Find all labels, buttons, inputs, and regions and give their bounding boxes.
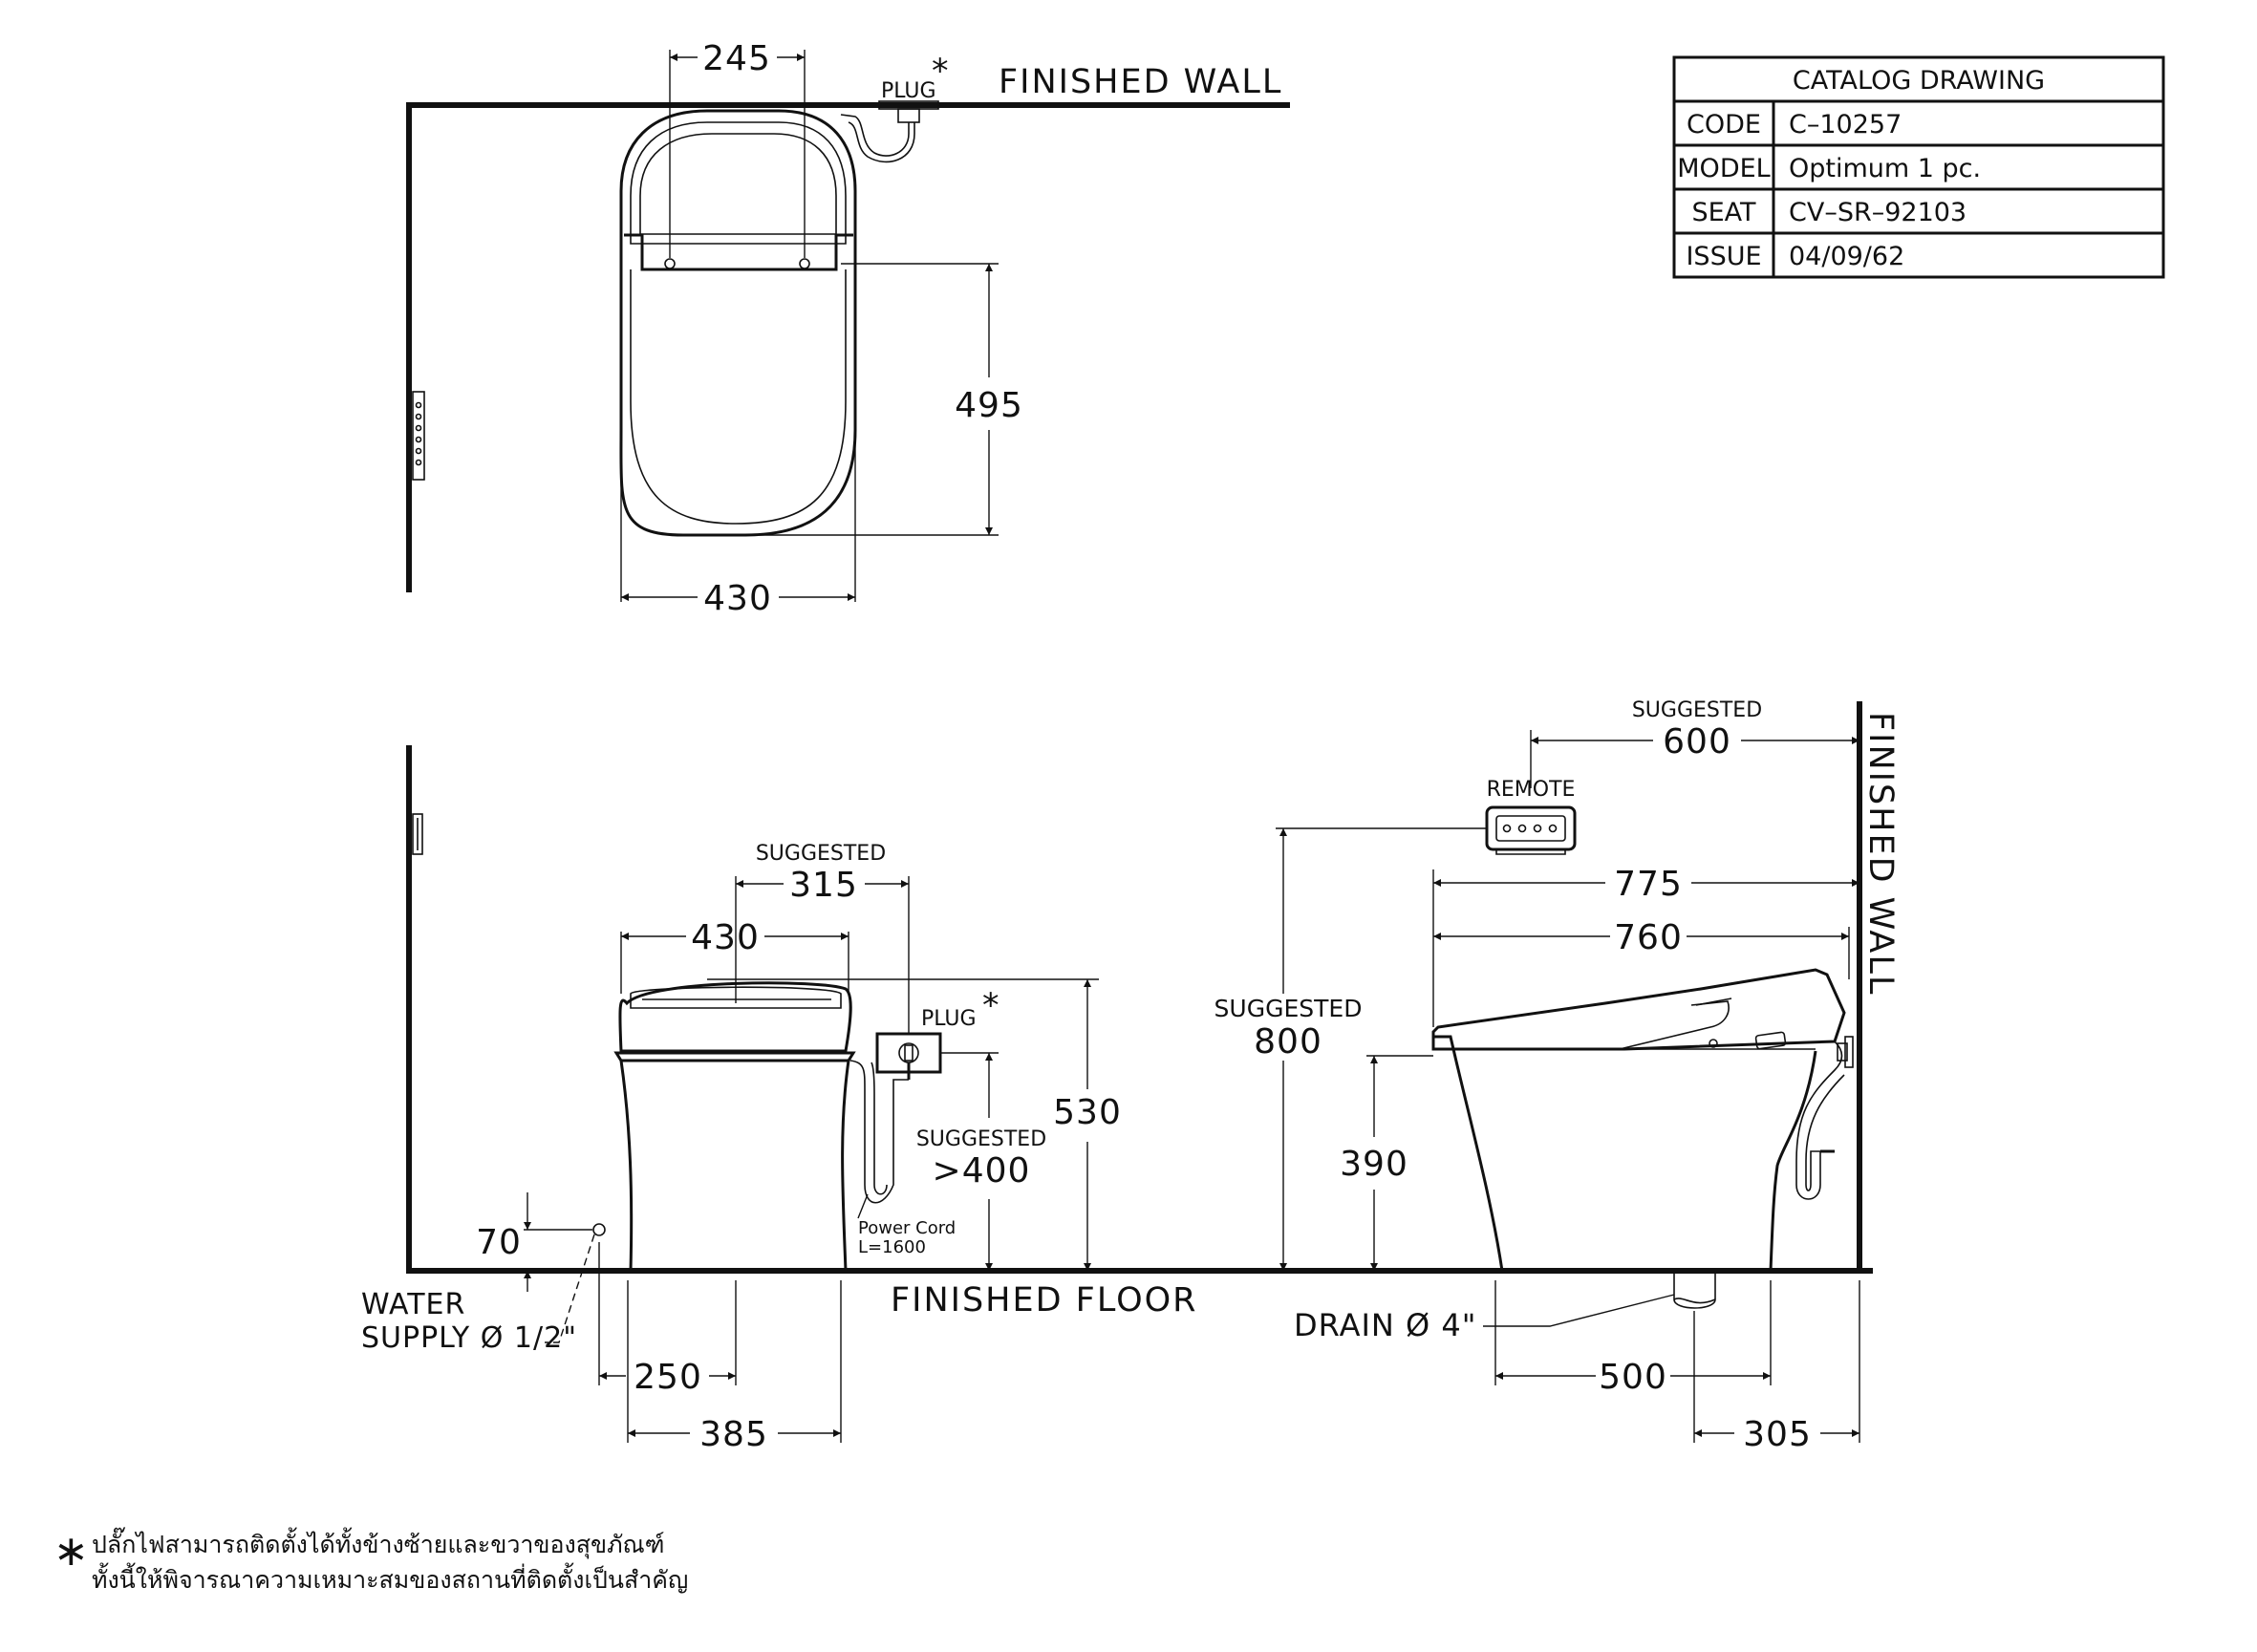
water-supply-icon [592,1223,606,1236]
water-supply-label-1: WATER [361,1288,465,1321]
dim-400: >400 [933,1151,1031,1191]
side-seat-button-icon [1754,1031,1787,1050]
catalog-title: CATALOG DRAWING [1793,66,2045,96]
front-wall-panel-icon [412,813,423,855]
finished-floor-label: FINISHED FLOOR [891,1281,1197,1319]
suggested-315-label: SUGGESTED [756,842,886,866]
top-plug-label: PLUG [881,79,936,103]
footnote-asterisk: ∗ [54,1527,89,1576]
power-cord-label: Power Cord [858,1218,956,1238]
front-toilet-body [619,1060,850,1272]
remote-control-icon [1485,805,1577,851]
catalog-key-seat: SEAT [1691,198,1756,227]
catalog-value-model: Optimum 1 pc. [1789,154,1981,183]
dim-390: 390 [1340,1145,1408,1184]
dim-600: 600 [1663,722,1731,762]
dim-250: 250 [634,1358,702,1397]
dim-500: 500 [1599,1358,1667,1397]
dim-430-top: 430 [703,579,772,618]
top-view: PLUG * FINISHED WALL 245 495 430 [406,39,1290,618]
top-plug-asterisk: * [932,53,951,91]
catalog-table: CATALOG DRAWING CODE C–10257 MODEL Optim… [1672,55,2165,279]
dim-305: 305 [1743,1415,1812,1454]
top-finished-wall-label: FINISHED WALL [999,63,1282,101]
suggested-600-label: SUGGESTED [1632,698,1762,722]
side-wall-bracket [1844,1036,1854,1068]
dim-775: 775 [1614,865,1683,904]
dim-495-top: 495 [955,386,1023,425]
footnote-line-1: ปลั๊กไฟสามารถติดตั้งได้ทั้งข้างซ้ายและขว… [92,1527,665,1559]
side-view: FINISHED WALL REMOTE SUGGESTED 600 775 7… [1214,698,1900,1454]
catalog-key-code: CODE [1687,110,1761,139]
dim-530: 530 [1053,1093,1122,1132]
dim-315: 315 [789,866,858,905]
dim-385: 385 [699,1415,768,1454]
dim-760: 760 [1614,918,1683,957]
water-supply-label-2: SUPPLY Ø 1/2" [361,1321,577,1355]
suggested-400-label: SUGGESTED [916,1127,1046,1151]
catalog-value-code: C–10257 [1789,110,1902,139]
dim-430-front: 430 [691,918,760,957]
drain-label: DRAIN Ø 4" [1294,1307,1476,1343]
footnote-line-2: ทั้งนี้ให้พิจารณาความเหมาะสมของสถานที่ติ… [92,1562,688,1594]
front-view: PLUG * Power Cord L=1600 SUGGESTED 315 4… [361,745,1873,1454]
wall-control-panel-icon [412,391,425,481]
front-plug-label: PLUG [921,1007,977,1031]
dim-245: 245 [702,39,771,78]
catalog-key-model: MODEL [1677,154,1770,183]
catalog-value-seat: CV–SR–92103 [1789,198,1967,227]
catalog-key-issue: ISSUE [1686,242,1761,271]
side-toilet-body [1433,1035,1817,1272]
top-toilet-outline [619,109,857,537]
suggested-800-label: SUGGESTED [1214,995,1363,1022]
dim-800: 800 [1254,1022,1322,1062]
dim-70: 70 [476,1223,522,1262]
catalog-value-issue: 04/09/62 [1789,242,1904,271]
footnote: ∗ ปลั๊กไฟสามารถติดตั้งได้ทั้งข้างซ้ายและ… [54,1527,688,1594]
front-plug-asterisk: * [982,987,1001,1025]
side-finished-wall-label: FINISHED WALL [1861,712,1900,996]
power-cord-length: L=1600 [858,1237,926,1257]
